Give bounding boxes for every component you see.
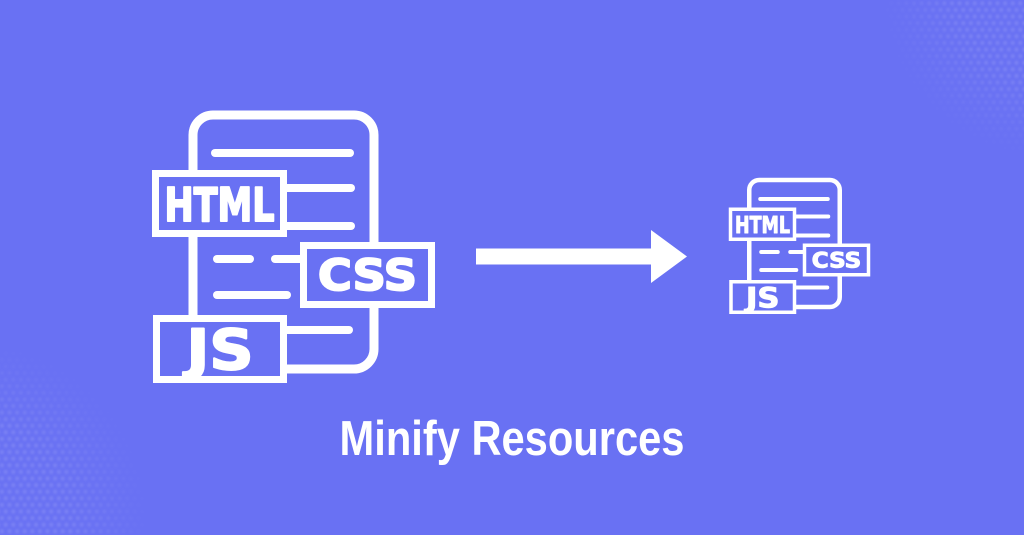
page-title: Minify Resources: [339, 412, 685, 466]
dots-decoration-bottom-left: [0, 340, 152, 535]
arrow-right-icon: [476, 230, 687, 283]
large-file-icon: [156, 115, 432, 382]
small-file-icon: [731, 180, 869, 314]
dots-decoration-top-right: [878, 0, 1024, 160]
